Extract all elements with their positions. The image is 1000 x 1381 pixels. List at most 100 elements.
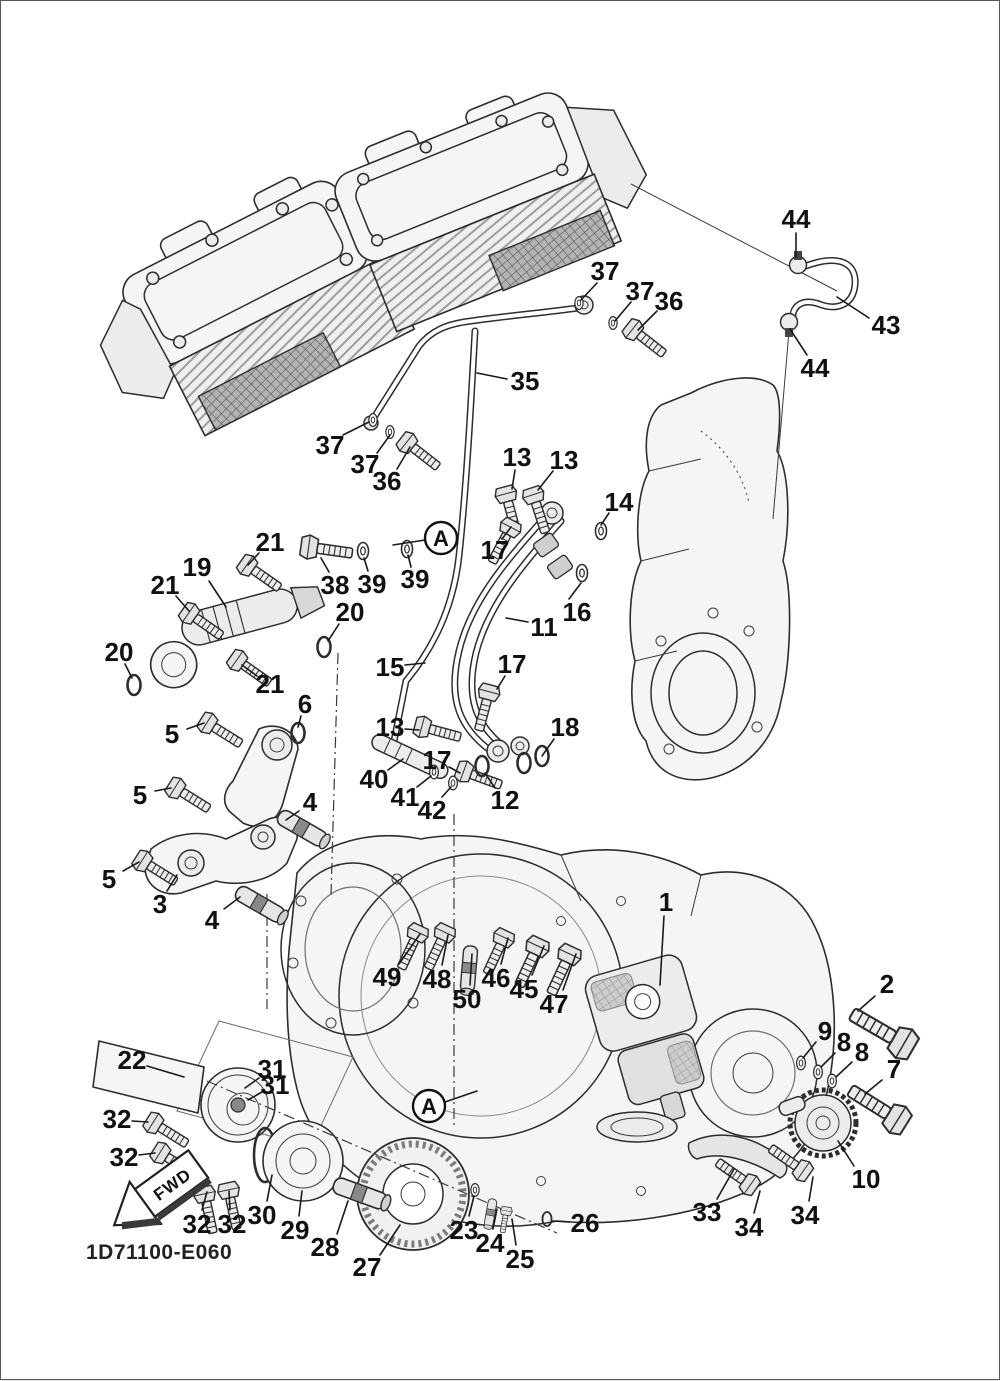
callout-11: 11 — [530, 612, 558, 642]
filter-cap-29 — [262, 1120, 344, 1202]
oil-pipe-11-15 — [451, 501, 574, 763]
leader-line-13 — [511, 469, 516, 490]
callout-12: 12 — [491, 785, 520, 815]
callout-31: 31 — [261, 1070, 290, 1100]
callout-24: 24 — [476, 1228, 505, 1258]
leader-line-20 — [124, 663, 133, 679]
hose-clamp-44 — [779, 312, 799, 332]
leader-line-36 — [396, 446, 411, 470]
callout-30: 30 — [248, 1200, 277, 1230]
callout-27: 27 — [353, 1252, 382, 1282]
callout-25: 25 — [506, 1244, 535, 1274]
leader-line-49 — [398, 933, 421, 965]
leader-line-25 — [511, 1218, 517, 1246]
callout-4: 4 — [205, 905, 220, 935]
cylinder-head-front — [334, 92, 647, 333]
callout-17: 17 — [498, 649, 527, 679]
leader-line-8 — [820, 1052, 836, 1068]
callout-8: 8 — [855, 1037, 869, 1067]
leader-line-27 — [379, 1224, 401, 1256]
pump-cover-22 — [92, 1040, 205, 1114]
callout-39: 39 — [401, 564, 430, 594]
leader-line-5 — [186, 722, 205, 730]
callout-1: 1 — [659, 887, 673, 917]
washer-37 — [608, 316, 618, 330]
callout-40: 40 — [360, 764, 389, 794]
leader-line-17 — [448, 766, 461, 774]
leader-line-17 — [496, 675, 506, 690]
washer-39 — [356, 541, 370, 561]
leader-line-2 — [857, 995, 876, 1012]
callout-29: 29 — [281, 1215, 310, 1245]
leader-line-8 — [835, 1061, 853, 1078]
callout-16: 16 — [563, 597, 592, 627]
o-ring-18 — [516, 751, 532, 775]
leader-line-19 — [208, 580, 227, 608]
leader-line-3 — [166, 874, 178, 892]
callout-33: 33 — [693, 1197, 722, 1227]
callout-44: 44 — [801, 353, 830, 383]
leader-line-12 — [484, 772, 496, 789]
callout-5: 5 — [133, 780, 147, 810]
washer-23 — [470, 1183, 480, 1197]
leader-line-18 — [541, 738, 555, 757]
leader-line-6 — [297, 715, 302, 728]
callout-46: 46 — [482, 963, 511, 993]
leader-line-37 — [614, 301, 632, 322]
leader-line-47 — [562, 953, 577, 991]
leader-line-13 — [537, 470, 554, 491]
stud-4 — [232, 883, 292, 928]
leader-line-46 — [500, 937, 509, 965]
marker-leader-A — [392, 539, 426, 546]
leader-line-37 — [376, 434, 391, 454]
callout-13: 13 — [503, 442, 532, 472]
leader-line-32 — [138, 1152, 156, 1156]
leader-line-14 — [600, 512, 610, 526]
leader-line-48 — [441, 934, 449, 966]
leader-line-44 — [789, 328, 808, 356]
callout-47: 47 — [540, 989, 569, 1019]
callout-14: 14 — [605, 487, 634, 517]
callout-32: 32 — [103, 1104, 132, 1134]
section-marker-label-A: A — [421, 1094, 437, 1119]
leader-line-33 — [716, 1168, 735, 1200]
oil-pipe-40 — [371, 733, 449, 780]
leader-line-45 — [531, 945, 545, 976]
callout-28: 28 — [311, 1232, 340, 1262]
callout-19: 19 — [183, 552, 212, 582]
banjo-bolt-38 — [298, 533, 355, 566]
leader-line-37 — [580, 282, 598, 301]
leader-line-34 — [808, 1176, 814, 1202]
leader-line-21 — [241, 664, 258, 677]
leader-line-23 — [468, 1195, 475, 1217]
leader-line-20 — [327, 623, 340, 642]
leader-line-21 — [247, 552, 260, 566]
callout-18: 18 — [551, 712, 580, 742]
bolt-13 — [411, 713, 464, 749]
bolt-21 — [233, 551, 287, 598]
leader-line-16 — [568, 582, 582, 600]
callout-48: 48 — [423, 964, 452, 994]
o-ring-20 — [126, 673, 142, 697]
washer-16 — [575, 563, 589, 583]
callout-21: 21 — [256, 527, 285, 557]
leader-line-38 — [320, 557, 330, 573]
leader-line-11 — [505, 617, 529, 623]
leader-line-13 — [404, 728, 420, 731]
sprocket-10 — [787, 1087, 859, 1159]
pump-drive — [687, 1087, 859, 1179]
washer-37 — [385, 425, 395, 439]
leader-line-9 — [802, 1041, 817, 1059]
leader-line-31 — [247, 1091, 263, 1101]
leader-line-26 — [552, 1220, 570, 1223]
fwd-arrow: FWD — [112, 1148, 212, 1230]
leader-line-50 — [469, 953, 473, 986]
callout-23: 23 — [450, 1215, 479, 1245]
leader-line-40 — [387, 758, 404, 771]
marker-leader-A — [444, 1090, 478, 1103]
leader-line-17 — [501, 526, 512, 540]
callout-49: 49 — [373, 962, 402, 992]
crankcase-right — [629, 183, 838, 781]
leader-line-35 — [476, 372, 508, 380]
